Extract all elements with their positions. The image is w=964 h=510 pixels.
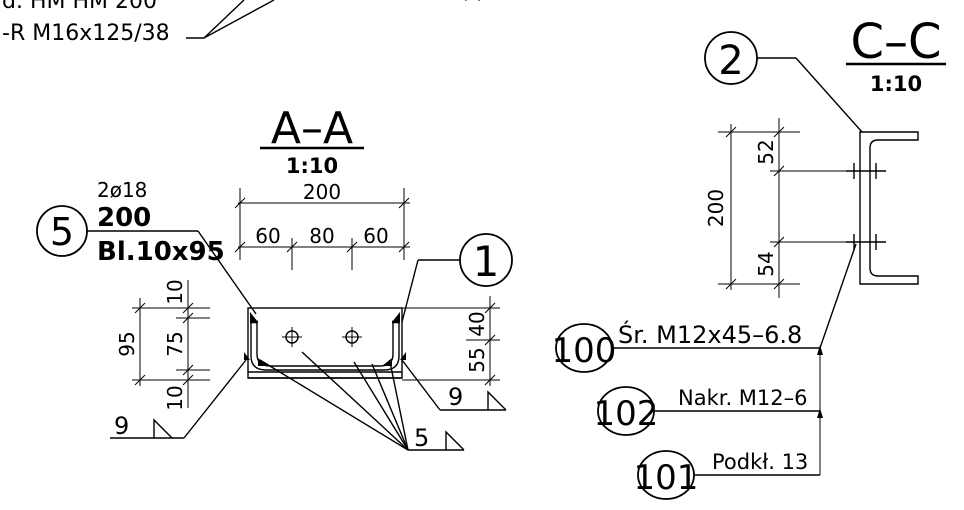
dim-left-60: 60 <box>255 224 280 248</box>
section-aa-scale: 1:10 <box>286 154 338 178</box>
weld-left-size: 9 <box>114 412 129 440</box>
dim-right-60: 60 <box>363 224 388 248</box>
fastener-102: 102 Nakr. M12–6 <box>594 386 820 436</box>
cc-dim-height-200: 200 <box>704 189 728 227</box>
weld-left: 9 <box>110 359 247 440</box>
fastener-101-label: Podkł. 13 <box>712 450 808 474</box>
weld-right-size: 9 <box>448 383 463 411</box>
fastener-100: 100 Śr. M12x45–6.8 <box>552 319 820 373</box>
fastener-101-number: 101 <box>634 458 699 498</box>
fastener-102-label: Nakr. M12–6 <box>678 386 808 410</box>
section-cc: C–C 1:10 2 200 52 54 <box>704 14 946 475</box>
callout-5-number: 5 <box>50 210 74 254</box>
callout-1-number: 1 <box>473 237 500 286</box>
top-notes: d. HM HM 200 -R M16x125/38 <box>2 0 480 46</box>
cc-vertical-dims: 200 52 54 <box>704 118 852 298</box>
aa-left-vertical-dims: 95 75 10 10 <box>115 279 210 411</box>
callout-5: 5 2ø18 200 Bl.10x95 <box>36 178 257 315</box>
section-aa-title: A–A <box>271 103 353 154</box>
callout-1: 1 <box>401 233 513 323</box>
section-aa: A–A 1:10 200 60 80 60 <box>36 103 513 452</box>
callout-5-length: 200 <box>97 203 151 233</box>
section-cc-title: C–C <box>850 14 941 70</box>
fastener-callouts: 100 Śr. M12x45–6.8 102 Nakr. M12–6 101 P… <box>552 319 823 500</box>
cc-channel-profile <box>846 131 919 285</box>
dim-top-offset-10: 10 <box>163 279 187 304</box>
aa-right-vertical-dims: 40 55 <box>402 296 500 386</box>
dim-inner-75: 75 <box>163 331 187 356</box>
dim-right-bottom-55: 55 <box>465 347 489 372</box>
callout-2-number: 2 <box>718 38 743 84</box>
fastener-102-number: 102 <box>594 394 659 434</box>
callout-5-plate: Bl.10x95 <box>97 237 225 267</box>
dim-bottom-offset-10: 10 <box>163 385 187 410</box>
fastener-100-number: 100 <box>552 331 617 371</box>
weld-bottom: 5 <box>259 351 465 452</box>
cc-dim-bottom-54: 54 <box>754 251 778 276</box>
fastener-100-label: Śr. M12x45–6.8 <box>618 319 802 349</box>
note-line-1: d. HM HM 200 <box>2 0 157 14</box>
callout-2: 2 <box>704 31 863 133</box>
callout-5-bar-spec: 2ø18 <box>97 178 147 202</box>
fastener-101: 101 Podkł. 13 <box>634 450 820 500</box>
weld-right: 9 <box>401 359 507 411</box>
note-line-2: -R M16x125/38 <box>2 21 170 46</box>
aa-channel-part <box>244 307 406 379</box>
aa-horizontal-dims: 200 60 80 60 <box>234 180 410 270</box>
weld-bottom-size: 5 <box>414 424 429 452</box>
dim-mid-80: 80 <box>309 224 334 248</box>
dim-total-200: 200 <box>303 180 341 204</box>
cc-dim-top-52: 52 <box>754 139 778 164</box>
dim-height-95: 95 <box>115 331 139 356</box>
section-cc-scale: 1:10 <box>870 72 922 96</box>
fastener-leader <box>819 243 857 349</box>
dim-right-top-40: 40 <box>465 311 489 336</box>
